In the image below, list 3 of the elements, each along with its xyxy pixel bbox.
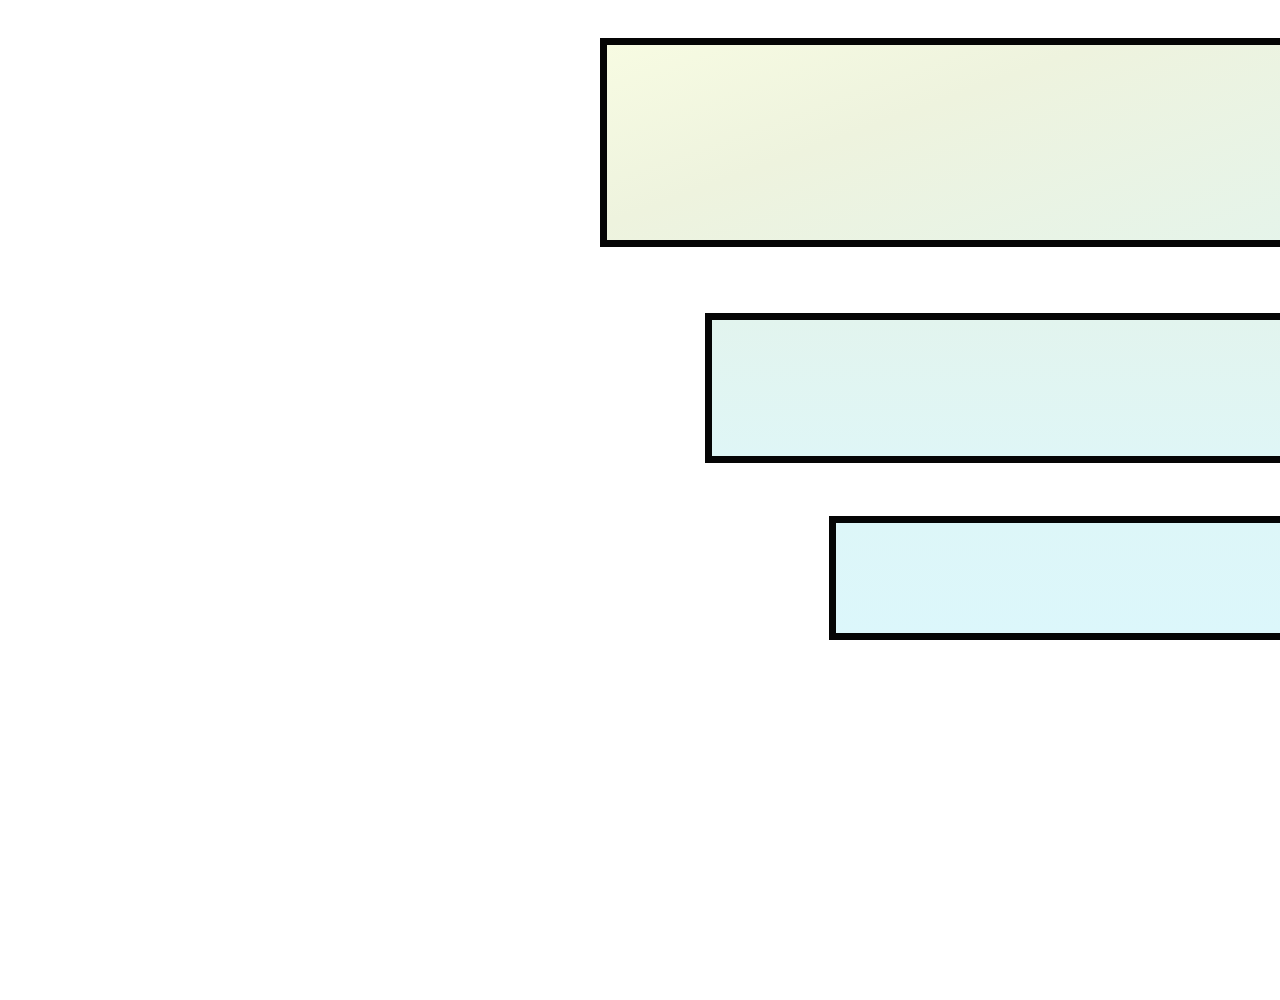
blank-box bbox=[705, 313, 1280, 463]
blank-box bbox=[600, 38, 1280, 247]
blank-box bbox=[829, 516, 1280, 640]
